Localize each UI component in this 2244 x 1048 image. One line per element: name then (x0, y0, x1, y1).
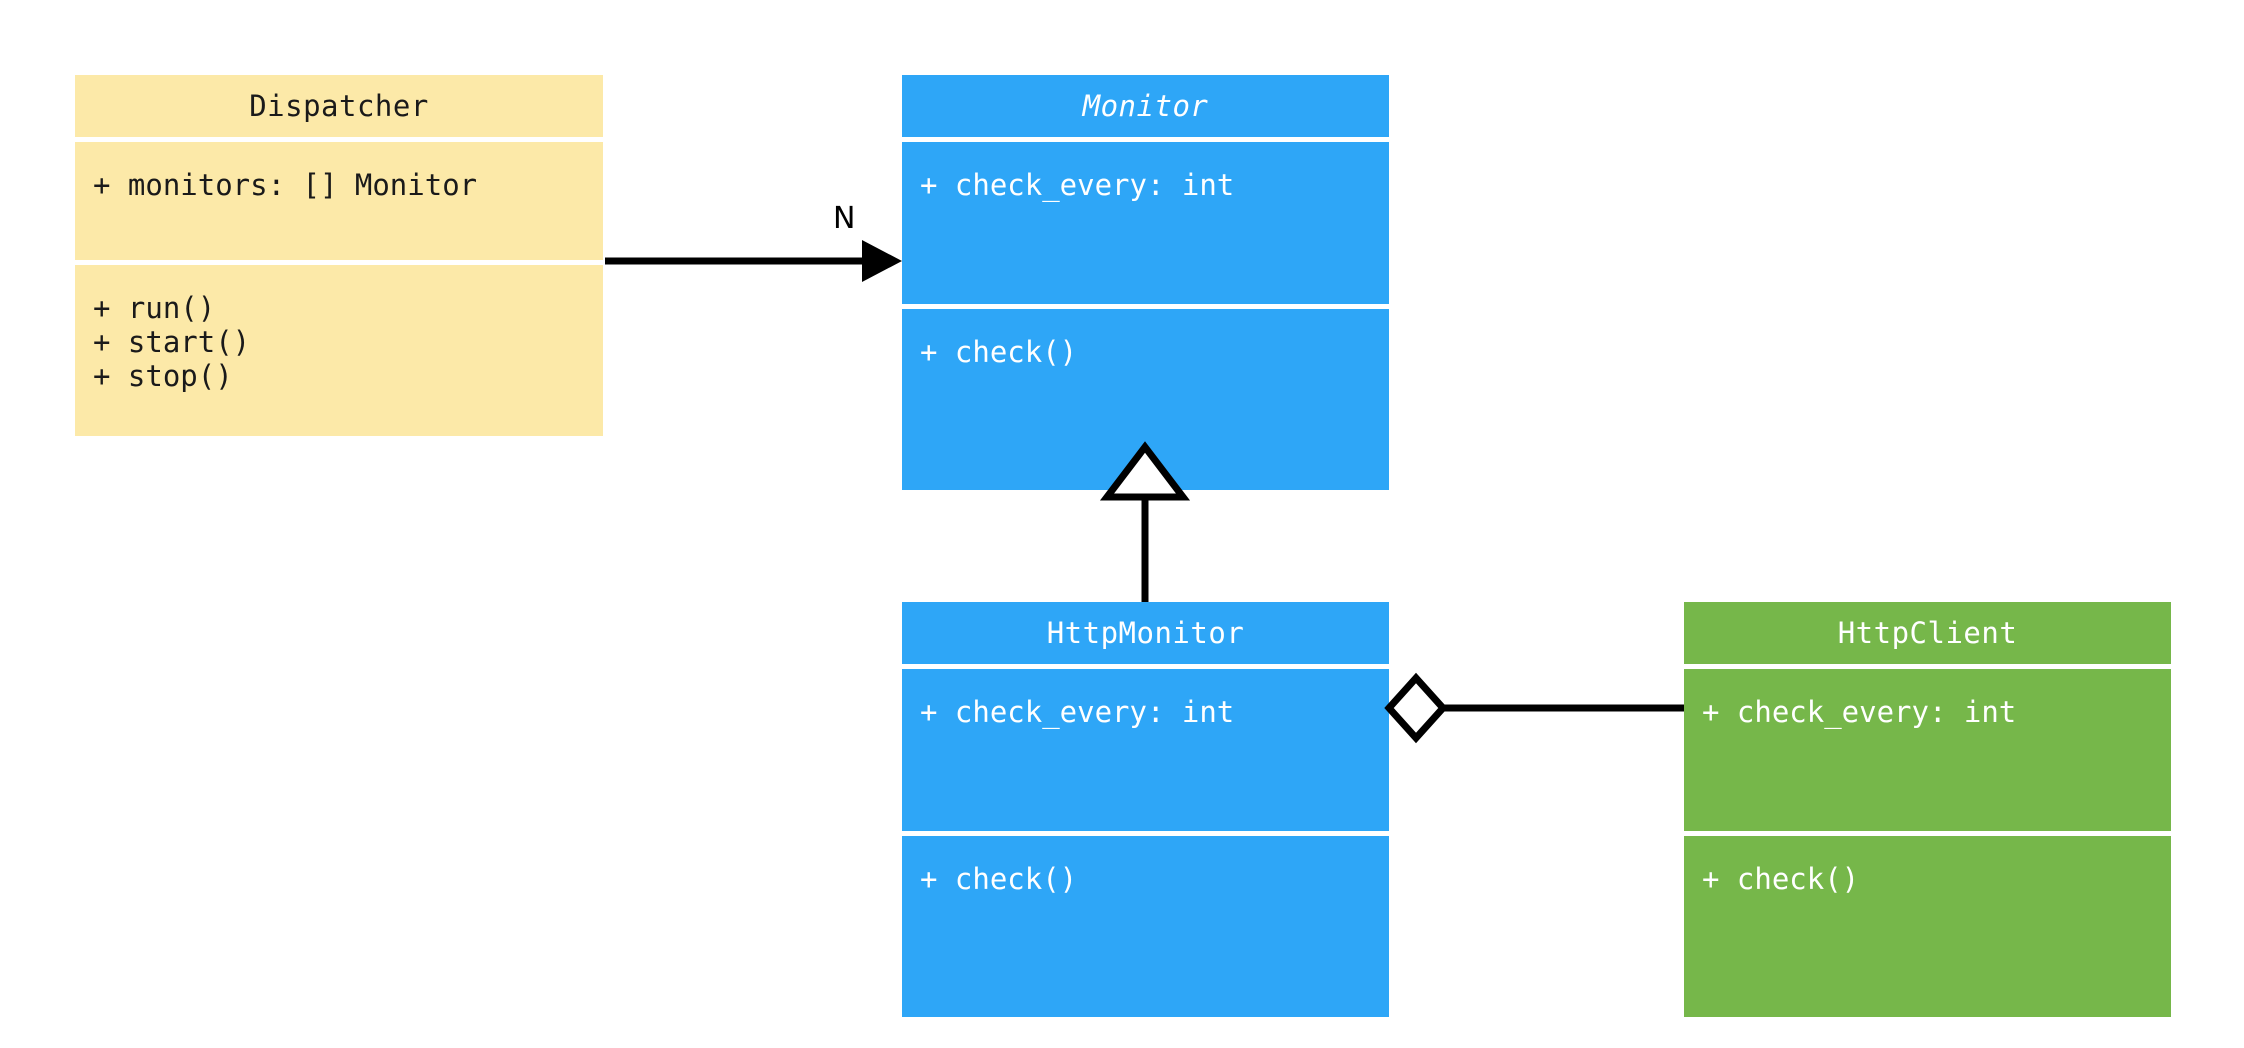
class-operations-dispatcher: + run() + start() + stop() (75, 265, 603, 436)
hollow-diamond-icon (1384, 672, 1448, 744)
class-box-httpmonitor[interactable]: HttpMonitor + check_every: int + check() (902, 602, 1389, 1017)
class-attributes-httpmonitor: + check_every: int (902, 669, 1389, 831)
operation-row: + start() (93, 325, 251, 359)
class-box-dispatcher[interactable]: Dispatcher + monitors: [] Monitor + run(… (75, 75, 603, 436)
class-attributes-httpclient: + check_every: int (1684, 669, 2171, 831)
class-title-httpmonitor: HttpMonitor (902, 602, 1389, 664)
operation-row: + run() (93, 291, 216, 325)
operation-row: + stop() (93, 359, 233, 393)
attribute-row: + check_every: int (1702, 695, 2017, 729)
class-box-monitor[interactable]: Monitor + check_every: int + check() (902, 75, 1389, 490)
operation-row: + check() (1702, 862, 1860, 896)
connector-aggregation-httpmonitor-httpclient (1384, 672, 1684, 744)
attribute-row: + check_every: int (920, 695, 1235, 729)
class-attributes-monitor: + check_every: int (902, 142, 1389, 304)
operation-row: + check() (920, 335, 1078, 369)
attribute-row: + check_every: int (920, 168, 1235, 202)
class-operations-httpclient: + check() (1684, 836, 2171, 1017)
attribute-row: + monitors: [] Monitor (93, 168, 478, 202)
class-operations-httpmonitor: + check() (902, 836, 1389, 1017)
class-box-httpclient[interactable]: HttpClient + check_every: int + check() (1684, 602, 2171, 1017)
class-operations-monitor: + check() (902, 309, 1389, 490)
class-title-dispatcher: Dispatcher (75, 75, 603, 137)
filled-arrowhead-icon (862, 240, 902, 282)
class-attributes-dispatcher: + monitors: [] Monitor (75, 142, 603, 260)
operation-row: + check() (920, 862, 1078, 896)
association-multiplicity-label: N (833, 201, 856, 236)
connector-association-dispatcher-monitor (605, 240, 902, 282)
class-title-httpclient: HttpClient (1684, 602, 2171, 664)
class-title-monitor: Monitor (902, 75, 1389, 137)
